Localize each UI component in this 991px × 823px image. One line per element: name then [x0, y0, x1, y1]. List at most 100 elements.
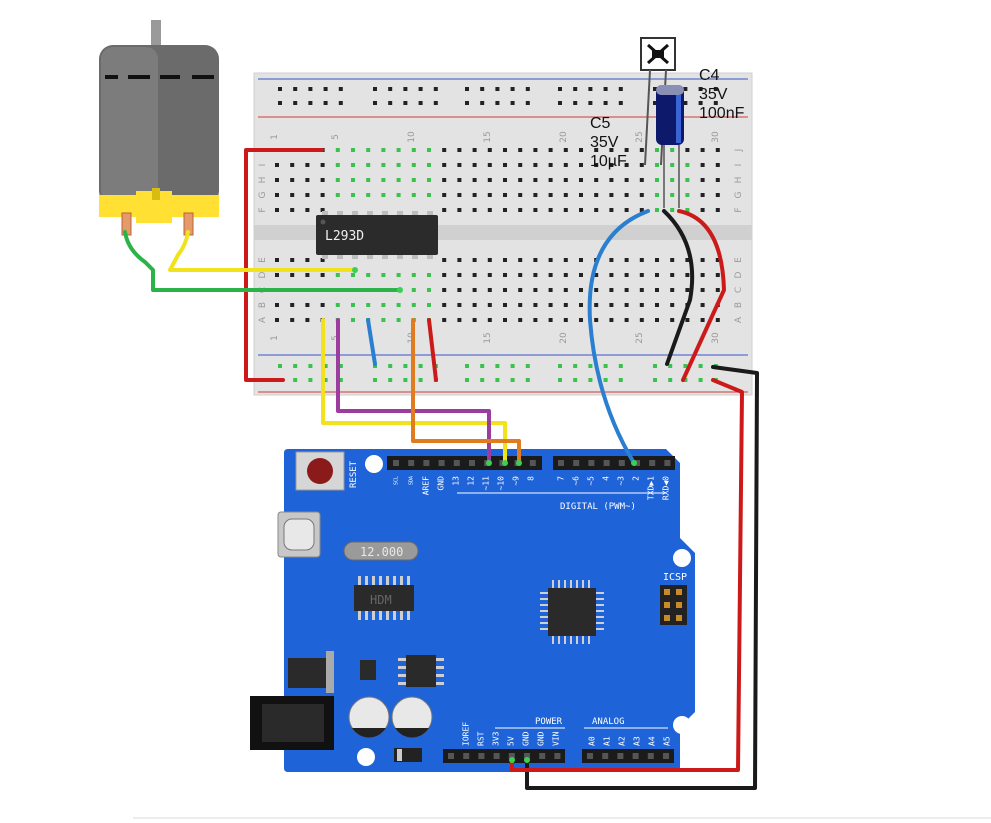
- wire-red-left[interactable]: [244, 148, 324, 382]
- breadboard-hole: [472, 208, 477, 212]
- breadboard-hole: [487, 178, 492, 182]
- rail-hole: [495, 364, 500, 368]
- breadboard-hole: [594, 208, 599, 212]
- rail-hole: [713, 87, 718, 91]
- header-pin[interactable]: [478, 753, 485, 759]
- header-pin[interactable]: [664, 460, 671, 466]
- wire-motor-yellow[interactable]: [168, 230, 357, 272]
- digital-pin-label: 7: [557, 476, 566, 481]
- breadboard-hole: [670, 318, 675, 322]
- header-pin[interactable]: [647, 753, 654, 759]
- rail-hole: [573, 364, 578, 368]
- breadboard-hole: [503, 258, 507, 262]
- header-pin[interactable]: [393, 460, 399, 466]
- row-letter: E: [734, 257, 744, 263]
- column-number: 15: [483, 332, 493, 343]
- header-pin[interactable]: [632, 753, 639, 759]
- header-pin[interactable]: [649, 460, 656, 466]
- breadboard-hole: [579, 178, 583, 182]
- rail-hole: [618, 101, 623, 105]
- c4-name: C4: [699, 67, 720, 84]
- breadboard-hole: [351, 273, 355, 277]
- rail-hole: [653, 101, 657, 105]
- rail-hole: [465, 378, 469, 382]
- breadboard-hole: [411, 163, 416, 167]
- breadboard-hole: [351, 303, 355, 307]
- breadboard-hole: [548, 273, 553, 277]
- wire-black-gnd[interactable]: [525, 365, 759, 790]
- breadboard-hole: [533, 258, 538, 262]
- wire-orange[interactable]: [411, 318, 521, 465]
- header-pin[interactable]: [508, 753, 515, 759]
- rail-hole: [668, 378, 673, 382]
- breadboard-hole: [700, 303, 705, 307]
- header-pin[interactable]: [558, 460, 564, 466]
- header-pin[interactable]: [469, 460, 475, 466]
- header-pin[interactable]: [573, 460, 580, 466]
- wire-red-5v[interactable]: [510, 378, 744, 772]
- digital-pin-label: ~11: [482, 476, 491, 491]
- power-analog-pin-label: A0: [588, 736, 597, 746]
- header-pin[interactable]: [587, 753, 593, 759]
- column-number: 10: [407, 131, 417, 143]
- header-pin[interactable]: [554, 753, 561, 759]
- column-number: 20: [559, 332, 569, 344]
- header-pin[interactable]: [453, 460, 460, 466]
- rail-hole: [403, 378, 408, 382]
- breadboard-hole: [548, 303, 553, 307]
- breadboard-hole: [381, 193, 386, 197]
- header-pin[interactable]: [588, 460, 595, 466]
- header-pin[interactable]: [423, 460, 430, 466]
- header-pin[interactable]: [524, 753, 530, 759]
- breadboard-hole: [715, 288, 720, 292]
- rail-hole: [293, 87, 298, 91]
- breadboard-hole: [487, 148, 492, 152]
- breadboard-hole: [518, 193, 523, 197]
- column-number: 25: [635, 332, 645, 343]
- breadboard-hole: [670, 193, 675, 197]
- wire-red-short[interactable]: [427, 318, 438, 382]
- crystal-label: 12.000: [360, 545, 403, 559]
- wire-motor-green[interactable]: [123, 230, 402, 292]
- rail-hole: [683, 378, 688, 382]
- header-pin[interactable]: [493, 753, 500, 759]
- breadboard-hole: [609, 163, 614, 167]
- rail-hole: [465, 87, 469, 91]
- header-pin[interactable]: [617, 753, 624, 759]
- row-letter: C: [734, 287, 744, 293]
- breadboard-hole: [335, 178, 340, 182]
- breadboard-hole: [670, 288, 675, 292]
- wire-red-cap[interactable]: [677, 209, 726, 382]
- column-number: 1: [270, 335, 280, 341]
- header-pin[interactable]: [448, 753, 454, 759]
- breadboard-hole: [411, 288, 416, 292]
- header-pin[interactable]: [539, 753, 546, 759]
- header-pin[interactable]: [663, 753, 669, 759]
- header-pin[interactable]: [438, 460, 445, 466]
- breadboard-hole: [503, 288, 507, 292]
- rail-hole: [323, 364, 328, 368]
- breadboard-hole: [396, 163, 401, 167]
- breadboard-hole: [381, 178, 386, 182]
- column-number: 5: [331, 335, 341, 341]
- breadboard-hole: [533, 273, 538, 277]
- wire-black-cap[interactable]: [662, 209, 695, 366]
- header-pin[interactable]: [529, 460, 536, 466]
- breadboard-hole: [655, 148, 659, 152]
- row-letter: H: [258, 177, 268, 184]
- rail-hole: [510, 364, 515, 368]
- header-pin[interactable]: [602, 753, 609, 759]
- breadboard-hole: [396, 318, 401, 322]
- wire-blue-long[interactable]: [587, 209, 650, 465]
- c5-name: C5: [590, 115, 611, 132]
- header-pin[interactable]: [603, 460, 610, 466]
- breadboard-hole: [548, 178, 553, 182]
- wire-blue-short[interactable]: [366, 318, 377, 366]
- header-pin[interactable]: [463, 753, 470, 759]
- breadboard-hole: [442, 273, 447, 277]
- header-pin[interactable]: [408, 460, 415, 466]
- breadboard-hole: [548, 193, 553, 197]
- reset-button[interactable]: [295, 451, 345, 491]
- header-pin[interactable]: [618, 460, 625, 466]
